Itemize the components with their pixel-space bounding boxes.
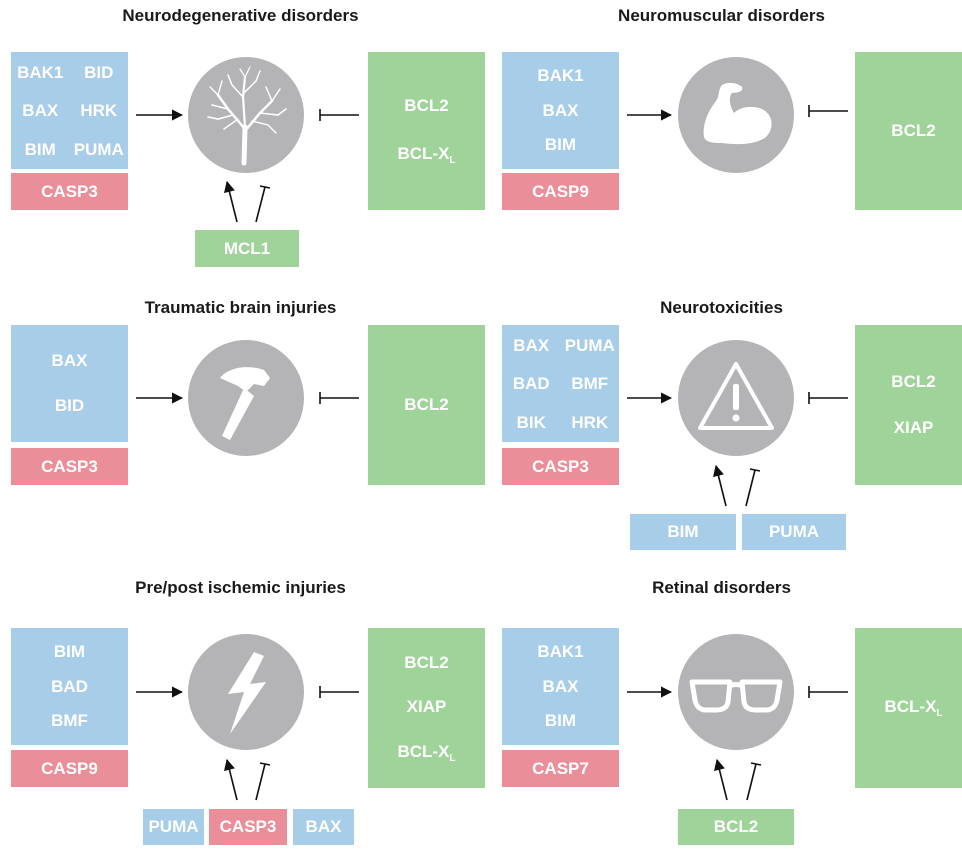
protein-label: BAD bbox=[51, 676, 88, 696]
anti-apoptotic-box: BCL2 bbox=[855, 52, 962, 210]
protein-label: MCL1 bbox=[223, 238, 271, 258]
bottom-regulator-box: MCL1 bbox=[195, 230, 299, 267]
caspase-box: CASP3 bbox=[502, 448, 619, 485]
bottom-regulator-box: PUMA bbox=[143, 809, 204, 845]
protein-label: BIM bbox=[667, 522, 699, 541]
protein-label: BCL2 bbox=[404, 652, 449, 672]
protein-label: BCL-XL bbox=[397, 741, 456, 764]
bottom-regulator-box: CASP3 bbox=[209, 809, 287, 845]
warning-icon bbox=[678, 340, 794, 456]
protein-label: BAK1 bbox=[17, 62, 64, 82]
protein-label: BAK1 bbox=[537, 66, 584, 86]
protein-label: BID bbox=[54, 396, 85, 416]
protein-label: BIK bbox=[516, 412, 546, 432]
protein-label: BAD bbox=[512, 374, 550, 393]
protein-label: BMF bbox=[51, 710, 88, 730]
pro-apoptotic-box: BIM BAD BMF bbox=[11, 628, 128, 745]
protein-label: PUMA bbox=[768, 522, 820, 541]
protein-label: BIM bbox=[544, 710, 577, 730]
protein-label: BCL2 bbox=[891, 121, 936, 140]
protein-label: BCL2 bbox=[713, 817, 759, 836]
arrows bbox=[136, 392, 359, 404]
caspase-label: CASP3 bbox=[41, 181, 98, 201]
pro-apoptotic-box: BAX BID bbox=[11, 325, 128, 442]
bottom-regulator-box: BCL2 bbox=[678, 809, 794, 845]
tree-icon bbox=[188, 57, 304, 173]
bottom-regulator-box: BIM bbox=[630, 514, 736, 550]
lightning-icon bbox=[188, 634, 304, 750]
panel-neuromuscular: Neuromuscular disorders BAK1 BAX BIM CAS… bbox=[481, 0, 962, 281]
protein-label: BAX bbox=[22, 101, 59, 120]
caspase-label: CASP7 bbox=[532, 758, 589, 778]
protein-label: BCL2 bbox=[404, 395, 449, 414]
protein-label: HRK bbox=[571, 412, 609, 432]
protein-label: BAX bbox=[305, 817, 342, 836]
arrows bbox=[136, 109, 359, 223]
protein-label: PUMA bbox=[564, 335, 615, 355]
panel-neurotoxicities: Neurotoxicities BAX PUMA BAD BMF BIK HRK… bbox=[481, 292, 962, 573]
caspase-label: CASP9 bbox=[532, 181, 589, 201]
glasses-icon bbox=[678, 634, 794, 750]
hammer-icon bbox=[188, 340, 304, 456]
protein-label: BAK1 bbox=[537, 642, 584, 662]
arrows bbox=[627, 105, 848, 121]
caspase-box: CASP7 bbox=[502, 750, 619, 787]
protein-label: BAX bbox=[513, 335, 550, 355]
protein-label: PUMA bbox=[73, 139, 124, 159]
anti-apoptotic-box: BCL2 XIAP BCL-XL bbox=[368, 628, 485, 788]
caspase-label: CASP3 bbox=[41, 456, 98, 476]
protein-label: BCL2 bbox=[891, 371, 936, 391]
protein-label: BCL-XL bbox=[884, 697, 943, 719]
protein-label: XIAP bbox=[893, 418, 934, 438]
protein-label: BIM bbox=[53, 642, 86, 662]
arrows bbox=[627, 392, 848, 507]
caspase-box: CASP3 bbox=[11, 448, 128, 485]
panel-traumatic-brain-injuries: Traumatic brain injuries BAX BID CASP3 B… bbox=[0, 292, 485, 573]
protein-label: BIM bbox=[544, 134, 577, 154]
bottom-regulator-box: PUMA bbox=[742, 514, 846, 550]
protein-label: BIM bbox=[24, 139, 56, 159]
anti-apoptotic-box: BCL2 BCL-XL bbox=[368, 52, 485, 210]
pro-apoptotic-box: BAK1 BAX BIM bbox=[502, 52, 619, 169]
panel-title: Neuromuscular disorders bbox=[618, 6, 825, 25]
caspase-box: CASP9 bbox=[502, 173, 619, 210]
protein-label: BAX bbox=[542, 676, 579, 696]
panel-title: Pre/post ischemic injuries bbox=[135, 578, 346, 597]
muscle-icon bbox=[678, 57, 794, 173]
arrows bbox=[136, 686, 359, 801]
caspase-label: CASP9 bbox=[41, 758, 98, 778]
protein-label: HRK bbox=[80, 101, 118, 120]
panel-retinal-disorders: Retinal disorders BAK1 BAX BIM CASP7 BCL… bbox=[481, 572, 962, 853]
pro-apoptotic-box: BAX PUMA BAD BMF BIK HRK bbox=[502, 325, 619, 442]
panel-neurodegenerative: Neurodegenerative disorders BAK1 BID BAX… bbox=[0, 0, 485, 281]
caspase-label: CASP3 bbox=[219, 817, 277, 836]
panel-title: Neurodegenerative disorders bbox=[122, 6, 359, 25]
panel-title: Retinal disorders bbox=[652, 578, 791, 597]
protein-label: BCL-XL bbox=[397, 144, 456, 166]
bottom-regulator-box: BAX bbox=[293, 809, 354, 845]
protein-label: XIAP bbox=[406, 697, 447, 716]
protein-label: BAX bbox=[542, 100, 579, 120]
pro-apoptotic-box: BAK1 BID BAX HRK BIM PUMA bbox=[11, 52, 128, 169]
arrows bbox=[627, 686, 848, 801]
caspase-box: CASP9 bbox=[11, 750, 128, 787]
panel-ischemic-injuries: Pre/post ischemic injuries BIM BAD BMF C… bbox=[0, 572, 485, 853]
protein-label: BCL2 bbox=[404, 96, 449, 115]
anti-apoptotic-box: BCL2 bbox=[368, 325, 485, 485]
protein-label: BAX bbox=[51, 350, 88, 370]
protein-label: BMF bbox=[571, 374, 609, 393]
panel-title: Traumatic brain injuries bbox=[144, 298, 337, 317]
caspase-label: CASP3 bbox=[532, 456, 589, 476]
panel-title: Neurotoxicities bbox=[660, 298, 783, 317]
protein-label: BID bbox=[84, 62, 114, 82]
anti-apoptotic-box: BCL2 XIAP bbox=[855, 325, 962, 485]
protein-label: PUMA bbox=[148, 817, 199, 836]
caspase-box: CASP3 bbox=[11, 173, 128, 210]
anti-apoptotic-box: BCL-XL bbox=[855, 628, 962, 788]
pro-apoptotic-box: BAK1 BAX BIM bbox=[502, 628, 619, 745]
